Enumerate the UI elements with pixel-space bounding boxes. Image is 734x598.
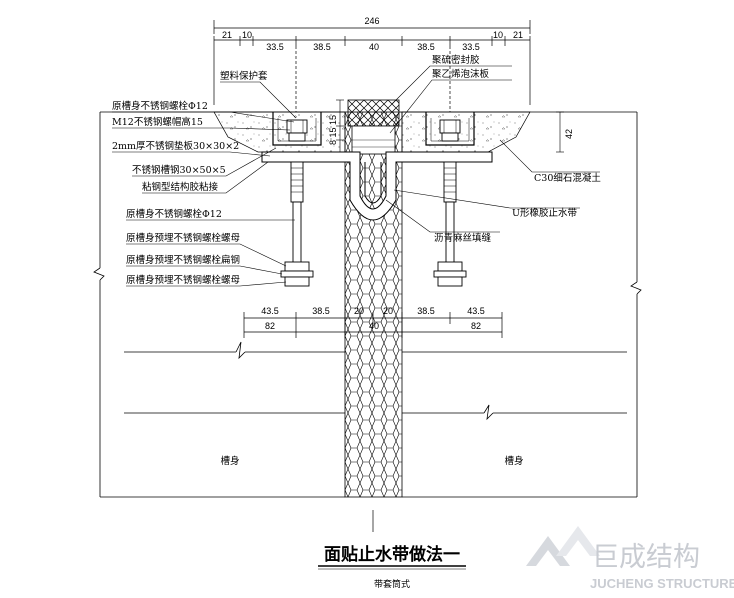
dim-seg-4: 38.5 [313,42,331,52]
dim-b4: 20 [383,306,393,316]
dim-seg-5: 40 [369,42,379,52]
joint-gap-dims: 8 15 15 [328,115,338,145]
top-dimensions [213,20,531,112]
label-trough-right: 槽身 [504,455,523,467]
dim-seg-7: 33.5 [462,42,480,52]
label-bolt-body: 原槽身不锈钢螺栓Φ12 [126,208,222,220]
embedded-nuts [280,261,467,287]
dim-b3: 20 [354,306,364,316]
leaders-right [385,65,600,233]
watermark-logo-icon [526,536,570,566]
labels-left: 塑料保护套 原槽身不锈钢螺栓Φ12 M12不锈钢螺帽高15 2mm厚不锈钢垫板3… [112,70,268,286]
label-polysulfide: 聚硫密封胶 [432,54,480,66]
bottom-dim-labels: 43.5 38.5 20 20 38.5 43.5 82 40 82 [261,306,485,331]
label-embedded-flat-steel: 原槽身预埋不锈钢螺栓扁钢 [126,254,240,266]
label-embedded-nut-2: 原槽身预埋不锈钢螺栓螺母 [126,274,240,286]
watermark-logo: 巨成结构 JUCHENG STRUCTURE [526,526,734,591]
label-bolt-top: 原槽身不锈钢螺栓Φ12 [112,100,208,112]
watermark-text-en: JUCHENG STRUCTURE [590,576,734,591]
label-u-waterstop: U形橡胶止水带 [512,207,578,219]
dim-b8: 40 [369,321,379,331]
dim-b9: 82 [471,321,481,331]
leaders-left [112,81,297,287]
label-embedded-nut-1: 原槽身预埋不锈钢螺栓螺母 [126,232,240,244]
label-c30-concrete: C30细石混凝土 [534,172,601,184]
label-pe-foam: 聚乙烯泡沫板 [432,68,490,80]
dim-b5: 38.5 [417,306,435,316]
dim-seg-1: 21 [222,30,232,40]
label-asphalt-hemp: 沥青麻丝填缝 [434,232,492,244]
label-channel-steel: 不锈钢槽钢30×50×5 [132,164,226,176]
dim-seg-6: 38.5 [417,42,435,52]
watermark-text-cn: 巨成结构 [592,542,700,573]
labels-right: 聚硫密封胶 聚乙烯泡沫板 C30细石混凝土 U形橡胶止水带 沥青麻丝填缝 [432,54,601,244]
top-nuts [286,119,461,142]
c30-concrete-layer [213,111,531,153]
drawing-subtitle: 带套筒式 [374,578,410,590]
polysulfide-sealant [347,99,400,127]
dim-b7: 82 [265,321,275,331]
label-trough-left: 槽身 [220,455,239,467]
dim-overall: 246 [364,16,379,26]
dim-seg-9: 21 [513,30,523,40]
dim-seg-3: 33.5 [266,42,284,52]
dim-b1: 43.5 [261,306,279,316]
label-plastic-sleeve: 塑料保护套 [220,70,268,82]
label-washer-plate: 2mm厚不锈钢垫板30×30×2 [112,140,239,152]
label-nut-m12: M12不锈钢螺帽高15 [112,116,203,128]
dim-seg-2: 10 [242,30,252,40]
dim-b6: 43.5 [467,306,485,316]
drawing-title: 面贴止水带做法一 [324,544,460,565]
label-adhesive: 粘钢型结构胶粘接 [142,181,219,193]
bottom-dimensions [243,312,503,338]
top-segment-labels: 21 10 33.5 38.5 40 38.5 33.5 10 21 [222,30,523,52]
joint-depth-dims [336,99,564,153]
dim-seg-8: 10 [493,30,503,40]
depth-dim-42: 42 [564,129,574,139]
dim-b2: 38.5 [312,306,330,316]
